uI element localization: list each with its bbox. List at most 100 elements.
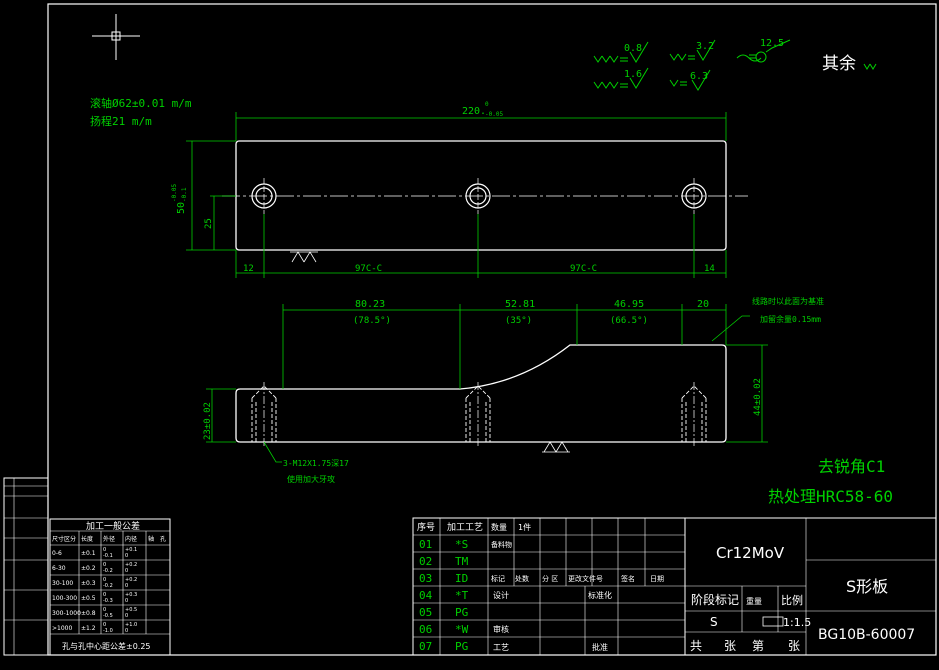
proc-code-06: *W bbox=[455, 623, 469, 636]
revision-header-3: 更改文件号 bbox=[568, 574, 603, 583]
revision-header-1: 处数 bbox=[515, 574, 529, 583]
tol-cell-4-0: 300-1000 bbox=[52, 610, 81, 617]
top-view-datum-symbol bbox=[290, 251, 318, 263]
page-label: 第 bbox=[752, 639, 764, 653]
tol-header-0: 尺寸区分 bbox=[52, 535, 76, 543]
design-label: 设计 bbox=[493, 590, 509, 600]
proc-seq-03: 03 bbox=[419, 572, 432, 585]
tol-header-3: 内径 bbox=[125, 535, 137, 543]
tol-cell-5-2: 0-1.0 bbox=[103, 622, 113, 634]
tol-table-title: 加工一般公差 bbox=[86, 520, 140, 532]
dim-20: 20 bbox=[697, 299, 709, 310]
title-block: Cr12MoV 阶段标记 重量 比例 S 1:1.5 共 张 第 张 S形板 B… bbox=[684, 517, 937, 656]
standard-label: 标准化 bbox=[588, 590, 612, 600]
dim-mid-1: 97C-C bbox=[355, 264, 382, 274]
tol-cell-2-2: 0-0.2 bbox=[103, 577, 113, 589]
tol-cell-3-0: 100-300 bbox=[52, 595, 77, 602]
proc-code-01: *S bbox=[455, 538, 468, 551]
weight-label: 重量 bbox=[746, 596, 762, 606]
tol-cell-1-2: 0-0.2 bbox=[103, 562, 113, 574]
revision-header-2: 分 区 bbox=[542, 574, 558, 583]
surface-finish-group: 0.8 3.2 12.5 1.6 6.3 其余 bbox=[593, 38, 877, 91]
dim-overall-width-tol-upper: 0 bbox=[485, 101, 489, 108]
dim-mid-2: 97C-C bbox=[570, 264, 597, 274]
tol-header-4: 轴 bbox=[148, 535, 154, 543]
proc-seq-04: 04 bbox=[419, 589, 433, 602]
dim-right-height: 44±0.02 bbox=[753, 378, 763, 416]
tol-header-2: 外径 bbox=[103, 535, 115, 543]
tol-cell-2-1: ±0.3 bbox=[81, 580, 96, 587]
proc-seq-06: 06 bbox=[419, 623, 432, 636]
dim-46.95-angle: (66.5°) bbox=[610, 316, 648, 326]
top-view-outline bbox=[235, 140, 727, 251]
crosshair-icon[interactable] bbox=[92, 14, 140, 60]
note-datum-line2: 加留余量0.15mm bbox=[760, 314, 821, 324]
finish-value-1.6: 1.6 bbox=[624, 69, 642, 80]
process-label: 工艺 bbox=[493, 643, 509, 652]
note-chamfer: 去锐角C1 bbox=[818, 457, 885, 476]
front-view-threads bbox=[251, 385, 707, 442]
tol-cell-0-2: 0-0.1 bbox=[103, 547, 113, 559]
quantity-label: 数量 bbox=[491, 522, 507, 532]
dim-height-tol-lower: -0.1 bbox=[181, 187, 188, 202]
dim-overall-width-tol-lower: -0.05 bbox=[485, 111, 503, 118]
review-label: 审核 bbox=[493, 624, 509, 634]
front-view-datum-symbol bbox=[542, 441, 570, 453]
dim-height: 50 bbox=[176, 202, 187, 214]
dim-52.81-angle: (35°) bbox=[505, 316, 532, 326]
front-view-dimensions bbox=[206, 304, 768, 463]
drawing-number: BG10B-60007 bbox=[818, 627, 915, 643]
tol-cell-3-1: ±0.5 bbox=[81, 595, 96, 602]
dim-overall-width: 220. bbox=[462, 106, 486, 117]
stage-label: 阶段标记 bbox=[691, 592, 739, 607]
note-roller: 滚轴Ø62±0.01 m/m bbox=[90, 96, 192, 110]
note-heat-treat: 热处理HRC58-60 bbox=[768, 487, 893, 506]
tol-cell-4-2: 0-0.5 bbox=[103, 607, 113, 619]
proc-seq-02: 02 bbox=[419, 555, 432, 568]
dim-80.23: 80.23 bbox=[355, 299, 385, 310]
proc-seq-05: 05 bbox=[419, 606, 432, 619]
dim-height-tol-upper: -0.05 bbox=[171, 184, 178, 202]
top-view-dimensions bbox=[186, 112, 727, 278]
proc-code-02: TM bbox=[455, 555, 469, 568]
quantity-value: 1件 bbox=[518, 522, 531, 532]
top-view-hole-axes bbox=[263, 178, 695, 214]
tol-cell-1-0: 6-30 bbox=[52, 565, 66, 572]
tol-cell-2-0: 30-100 bbox=[52, 580, 73, 587]
tol-cell-0-1: ±0.1 bbox=[81, 550, 96, 557]
note-hole-line1: 3-M12X1.75深17 bbox=[283, 459, 349, 468]
revision-header-0: 标记 bbox=[491, 574, 505, 583]
sheet-label: 张 bbox=[724, 639, 736, 653]
tol-cell-4-1: ±0.8 bbox=[81, 610, 96, 617]
proc-code-07: PG bbox=[455, 640, 468, 653]
front-view: 80.23 (78.5°) 52.81 (35°) 46.95 (66.5°) … bbox=[203, 296, 824, 484]
proc-seq-01: 01 bbox=[419, 538, 432, 551]
proc-header-seq: 序号 bbox=[417, 521, 435, 533]
finish-value-6.3: 6.3 bbox=[690, 71, 708, 82]
finish-value-0.8: 0.8 bbox=[624, 43, 642, 54]
tol-header-1: 长度 bbox=[81, 535, 93, 543]
material-name: Cr12MoV bbox=[716, 544, 785, 562]
weight-box bbox=[762, 616, 784, 627]
front-view-hole-axes bbox=[263, 382, 695, 448]
dim-52.81: 52.81 bbox=[505, 299, 535, 310]
scale-label: 比例 bbox=[781, 593, 803, 607]
tol-cell-0-0: 0-6 bbox=[52, 550, 62, 557]
total-label: 共 bbox=[690, 639, 702, 653]
tol-cell-5-0: >1000 bbox=[52, 625, 72, 632]
proc-code-03: ID bbox=[455, 572, 468, 585]
scale-value: 1:1.5 bbox=[783, 616, 811, 629]
dim-80.23-angle: (78.5°) bbox=[353, 316, 391, 326]
revision-header-5: 日期 bbox=[650, 575, 664, 583]
dim-right-14: 14 bbox=[704, 264, 715, 274]
note-datum-line1: 线路时以此面为基准 bbox=[752, 296, 824, 306]
top-view: 220. 0 -0.05 50 -0.05 -0.1 25 12 97C-C 9… bbox=[171, 101, 748, 278]
dim-center-height: 25 bbox=[204, 218, 214, 229]
page-sheet-label: 张 bbox=[788, 639, 800, 653]
